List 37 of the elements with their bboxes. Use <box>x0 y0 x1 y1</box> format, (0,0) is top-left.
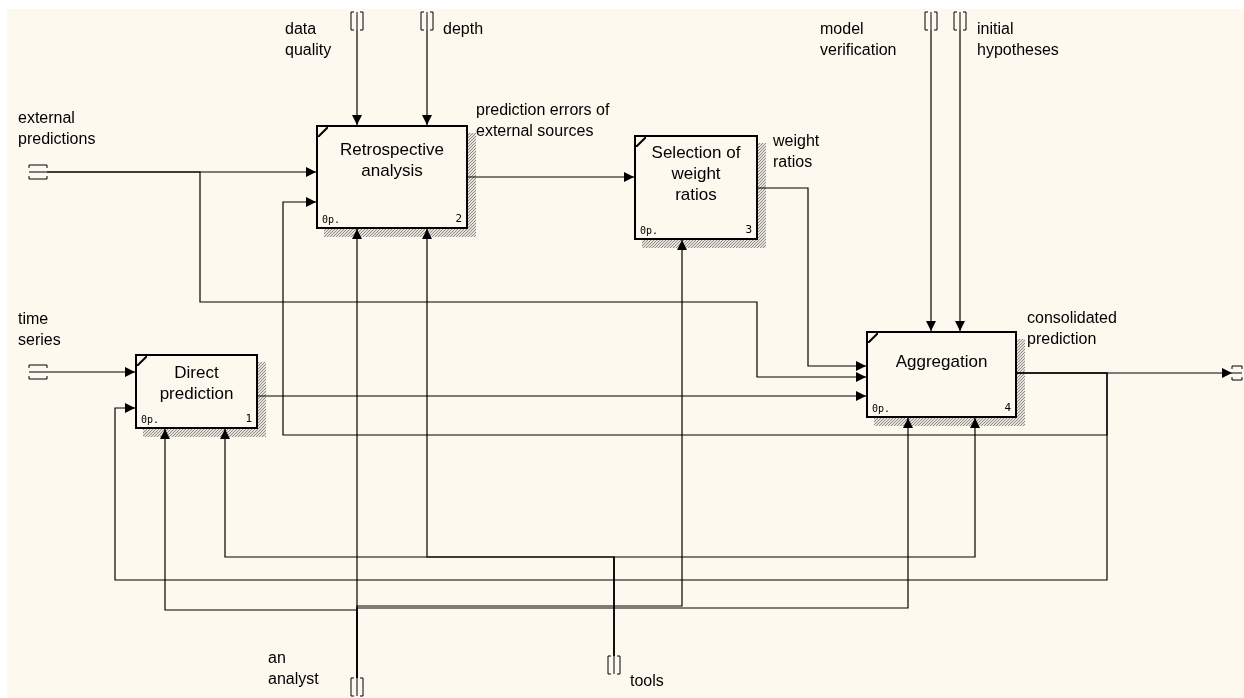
arrow <box>257 391 867 401</box>
arrow <box>422 29 432 126</box>
tunnel-bracket-icon <box>29 364 47 380</box>
activity-box <box>135 354 258 429</box>
process-name: Retrospective analysis <box>339 139 445 181</box>
arrow <box>955 29 965 332</box>
activity-box <box>866 331 1017 418</box>
node-number: 2 <box>455 212 462 225</box>
arrow <box>356 417 913 679</box>
node-number: 3 <box>745 223 752 236</box>
arrow <box>282 197 1108 436</box>
tunnel-bracket-icon <box>350 12 364 30</box>
activity-box <box>634 135 758 240</box>
node-code: 0p. <box>640 225 659 236</box>
tunnel-bracket-icon <box>953 12 967 30</box>
tunnel-bracket-icon <box>420 12 434 30</box>
arrow <box>46 367 136 377</box>
node-code: 0p. <box>322 214 341 225</box>
arrow <box>613 417 980 657</box>
arrow <box>352 29 362 126</box>
tunnel-bracket-icon <box>29 164 47 180</box>
process-name: Aggregation <box>894 351 989 372</box>
activity-box <box>316 125 468 229</box>
tunnel-bracket-icon <box>1232 365 1242 381</box>
process-name: Direct prediction <box>158 362 235 404</box>
node-code: 0p. <box>872 403 891 414</box>
arrow <box>114 372 1108 581</box>
node-number: 1 <box>245 412 252 425</box>
node-number: 4 <box>1004 401 1011 414</box>
tunnel-bracket-icon <box>350 678 364 696</box>
node-code: 0p. <box>141 414 160 425</box>
tunnel-bracket-icon <box>924 12 938 30</box>
process-name: Selection of weight ratios <box>650 142 742 205</box>
arrow <box>467 172 635 182</box>
arrow <box>757 187 867 371</box>
arrow <box>46 171 867 382</box>
tunnel-bracket-icon <box>607 656 621 674</box>
